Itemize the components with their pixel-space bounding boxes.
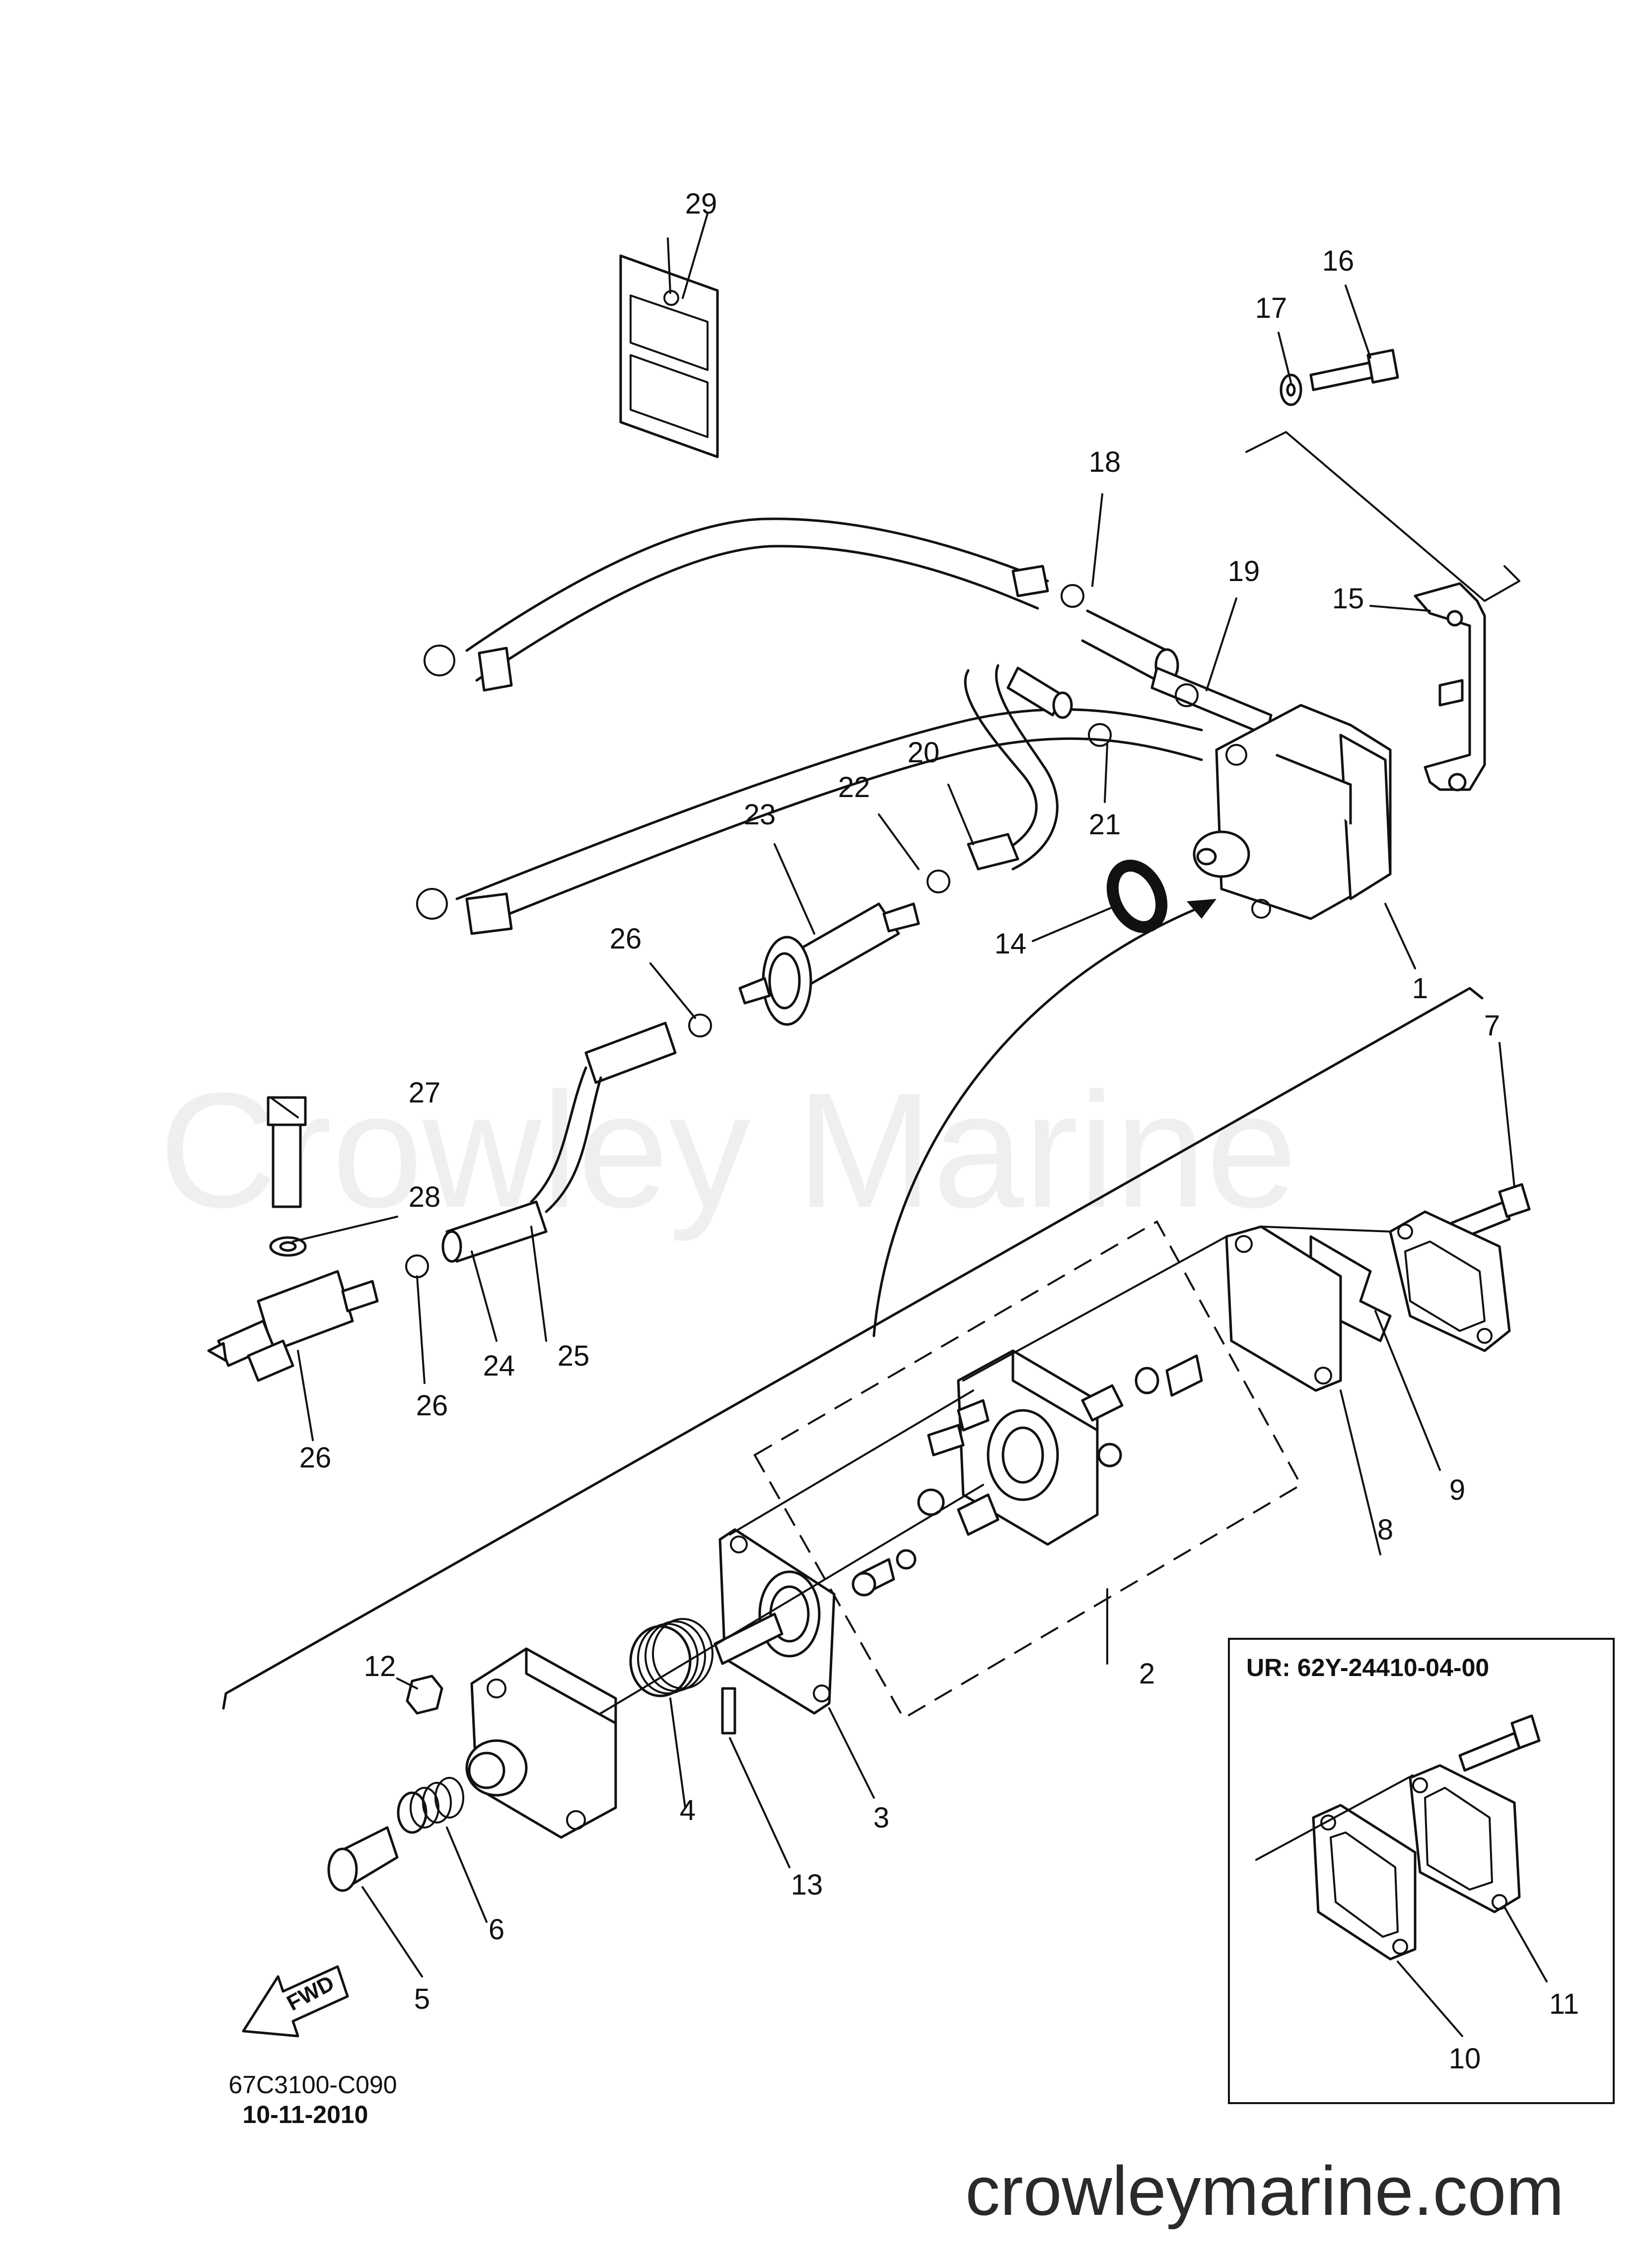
spring-6 (397, 1777, 464, 1834)
cover-plate (1309, 1210, 1511, 1352)
nut-12 (406, 1675, 443, 1715)
callout-20: 20 (908, 736, 940, 769)
callout-10: 10 (1449, 2043, 1481, 2075)
callout-26a: 26 (610, 923, 642, 955)
arrow-head (1187, 899, 1216, 919)
callout-12: 12 (364, 1650, 396, 1683)
callout-3: 3 (873, 1802, 889, 1834)
diaphragm-plate (714, 1528, 836, 1715)
callout-16: 16 (1322, 245, 1355, 277)
callout-24: 24 (483, 1350, 515, 1382)
callout-9: 9 (1449, 1474, 1465, 1506)
callout-21: 21 (1089, 808, 1121, 841)
site-url: crowleymarine.com (965, 2152, 1564, 2230)
hose-joint (441, 1022, 677, 1263)
callout-28: 27 (409, 1077, 441, 1109)
callout-30: 29 (685, 188, 717, 220)
callout-7: 7 (1484, 1010, 1500, 1042)
callout-15: 15 (1332, 583, 1364, 615)
callout-29: 28 (409, 1181, 441, 1213)
piston (327, 1826, 399, 1892)
subassembly-box (753, 1220, 1302, 1720)
pin (721, 1687, 736, 1735)
callout-6: 6 (489, 1913, 504, 1946)
valve-small-parts (852, 1354, 1203, 1597)
leader-lines (270, 213, 1515, 1977)
callout-8: 8 (1377, 1514, 1393, 1546)
callout-2: 2 (1139, 1658, 1155, 1690)
valve-body (927, 1349, 1099, 1546)
fuel-pump-body (1193, 704, 1392, 920)
hose-lower (455, 664, 1203, 930)
separator-line (222, 987, 1484, 1710)
inset-box: UR: 62Y-24410-04-00 10 11 (1228, 1638, 1615, 2104)
callout-27: 26 (299, 1442, 332, 1474)
fuel-filter (738, 902, 920, 1026)
decal-card (619, 237, 719, 458)
drawing-date: 10-11-2010 (242, 2101, 368, 2128)
hose-clips (405, 584, 1199, 1278)
pump-housing-lower (465, 1647, 617, 1839)
hose-upper (465, 517, 1273, 736)
assembly-arrow (872, 907, 1198, 1337)
spring-4 (629, 1618, 714, 1697)
callout-5: 5 (414, 1983, 430, 2015)
bolt-16 (1280, 349, 1399, 406)
hose-clamps-left (416, 645, 513, 935)
bracket (1414, 582, 1486, 792)
callout-1: 1 (1412, 972, 1428, 1005)
fwd-arrow: FWD (242, 1965, 349, 2038)
o-ring (1106, 860, 1168, 933)
callout-26b: 26 (416, 1390, 448, 1422)
callout-11: 11 (1549, 1988, 1579, 2020)
inset-title: UR: 62Y-24410-04-00 (1246, 1654, 1489, 1682)
callout-19: 19 (1228, 555, 1260, 587)
watermark: Crowley Marine (159, 1058, 1297, 1243)
fuel-joint (207, 1096, 379, 1382)
callout-18: 18 (1089, 446, 1121, 478)
callout-labels: 29 16 17 18 19 15 20 22 23 21 14 26 1 7 … (299, 188, 1500, 2015)
callout-17: 17 (1255, 292, 1287, 324)
leader-16-17 (1245, 431, 1520, 602)
callout-22: 22 (838, 771, 870, 804)
callout-4: 4 (680, 1794, 696, 1827)
drawing-code: 67C3100-C090 (228, 2071, 397, 2099)
callout-23: 23 (744, 799, 776, 831)
callout-25: 25 (558, 1340, 590, 1372)
callout-13: 13 (791, 1869, 823, 1901)
callout-14: 14 (995, 928, 1027, 960)
